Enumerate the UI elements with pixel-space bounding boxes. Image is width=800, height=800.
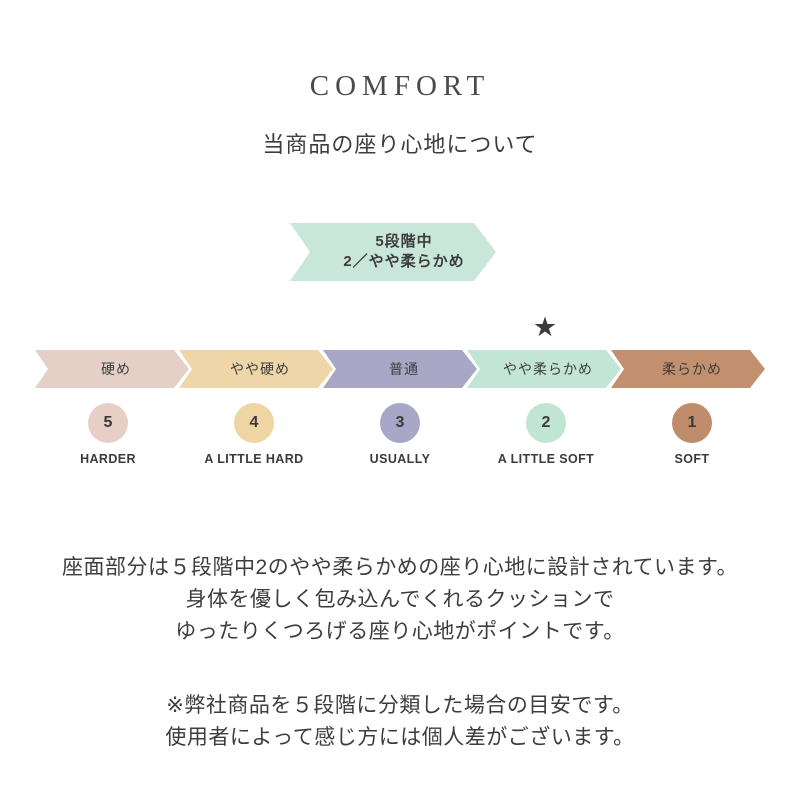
- scale-number-cell: 1: [619, 403, 765, 443]
- scale-segment-label: 硬め: [101, 361, 131, 377]
- scale-segment-label: 柔らかめ: [662, 361, 722, 377]
- softness-scale: ★ 硬め やや硬め 普通 やや柔らかめ 柔らかめ 5 4: [35, 312, 765, 466]
- scale-number-badge-1: 1: [672, 403, 712, 443]
- footnote-line: ※弊社商品を５段階に分類した場合の目安です。: [166, 694, 634, 717]
- banner-rating-value-text: 2／やや柔らかめ: [343, 253, 465, 270]
- scale-segment-label: やや硬め: [230, 361, 290, 377]
- scale-number-badge-5: 5: [88, 403, 128, 443]
- scale-segment-a-little-soft: やや柔らかめ: [467, 350, 621, 388]
- description-line: 身体を優しく包み込んでくれるクッションで: [185, 588, 615, 611]
- scale-segment-harder: 硬め: [35, 350, 189, 388]
- scale-segment-row: 硬め やや硬め 普通 やや柔らかめ 柔らかめ: [35, 350, 765, 388]
- scale-english-label-usually: USUALLY: [369, 452, 431, 466]
- scale-number-badge-3: 3: [380, 403, 420, 443]
- scale-number-badge-2: 2: [526, 403, 566, 443]
- scale-english-label-harder: HARDER: [80, 452, 136, 466]
- page-subtitle: 当商品の座り心地について: [262, 132, 538, 157]
- scale-segment-label: 普通: [389, 361, 419, 377]
- scale-number-badge-4: 4: [234, 403, 274, 443]
- scale-number-cell: 3: [327, 403, 473, 443]
- footnote-text: ※弊社商品を５段階に分類した場合の目安です。 使用者によって感じ方には個人差がご…: [0, 690, 800, 754]
- scale-number-row: 5 4 3 2 1: [35, 403, 765, 443]
- scale-segment-soft: 柔らかめ: [611, 350, 765, 388]
- scale-segment-a-little-hard: やや硬め: [179, 350, 333, 388]
- description-line: 座面部分は５段階中2のやや柔らかめの座り心地に設計されています。: [62, 556, 738, 579]
- description-text: 座面部分は５段階中2のやや柔らかめの座り心地に設計されています。 身体を優しく包…: [0, 552, 800, 648]
- scale-english-label-a-little-hard: A LITTLE HARD: [204, 452, 304, 466]
- scale-english-label-soft: SOFT: [674, 452, 710, 466]
- star-icon: ★: [532, 312, 558, 342]
- scale-english-label-row: HARDER A LITTLE HARD USUALLY A LITTLE SO…: [35, 452, 765, 466]
- scale-english-label-a-little-soft: A LITTLE SOFT: [497, 452, 595, 466]
- page-title: COMFORT: [309, 70, 491, 102]
- scale-number-cell: 2: [473, 403, 619, 443]
- footnote-line: 使用者によって感じ方には個人差がございます。: [165, 726, 635, 749]
- rating-banner-ribbon: 5段階中 2／やや柔らかめ: [290, 223, 496, 281]
- description-line: ゆったりくつろげる座り心地がポイントです。: [175, 620, 625, 643]
- scale-segment-label: やや柔らかめ: [503, 361, 593, 377]
- scale-number-cell: 5: [35, 403, 181, 443]
- scale-segment-usually: 普通: [323, 350, 477, 388]
- scale-number-cell: 4: [181, 403, 327, 443]
- banner-rating-scale-text: 5段階中: [375, 233, 433, 250]
